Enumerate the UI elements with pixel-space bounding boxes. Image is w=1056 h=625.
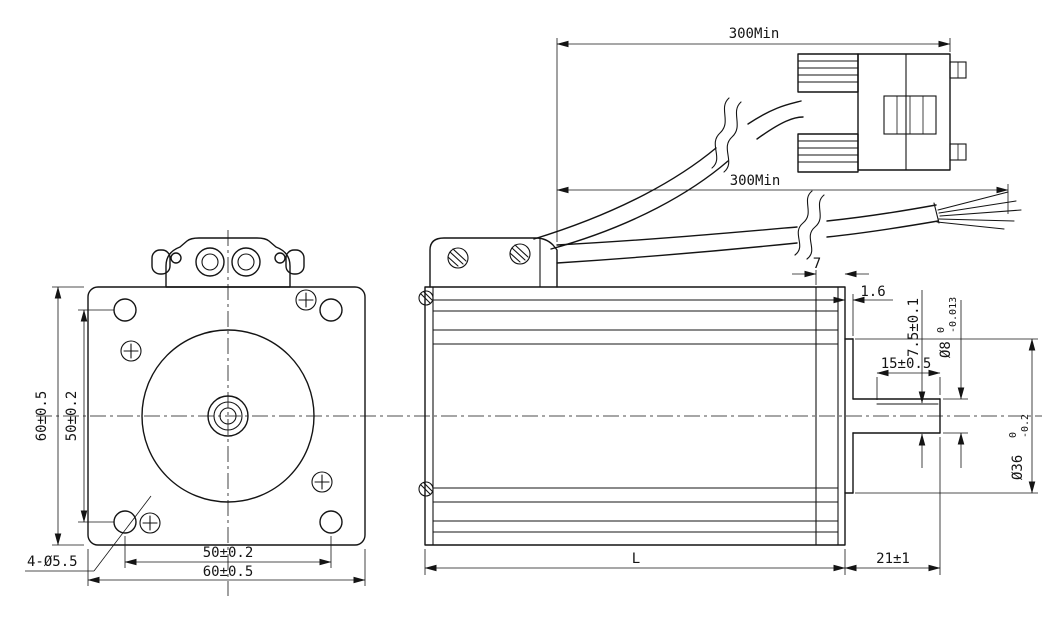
cable-break-mark-2 — [723, 101, 742, 173]
face-screw-4 — [139, 512, 161, 534]
db9-body — [857, 53, 951, 171]
cable-break-mark-1 — [711, 97, 730, 169]
dim-shaft-diameter: Ø8 — [938, 341, 954, 358]
dim-boss-tol-low: -0.2 — [1020, 414, 1031, 438]
dimensions: 300Min 300Min 60±0.5 50±0.2 50±0.2 60±0.… — [25, 26, 1038, 586]
bracket-hole-right — [274, 252, 286, 264]
dim-rear-cap: 7 — [813, 256, 821, 272]
cable-assembly — [533, 53, 1022, 264]
mounting-hole-br — [319, 510, 343, 534]
bracket-wing-left — [151, 249, 171, 275]
bracket-lobe-left-inner — [201, 253, 219, 271]
bracket-hole-left — [170, 252, 182, 264]
bracket-lobe-right — [231, 247, 261, 277]
terminal-bracket — [165, 237, 291, 288]
dim-front-width: 60±0.5 — [203, 564, 254, 580]
mounting-holes-leader — [93, 495, 152, 572]
mounting-hole-tr — [319, 298, 343, 322]
dim-hole-pitch-h: 50±0.2 — [203, 545, 254, 561]
side-view — [418, 237, 941, 546]
encoder-cable — [533, 97, 804, 250]
dim-hole-pitch-v: 50±0.2 — [64, 391, 80, 442]
terminal-screw-1 — [447, 247, 469, 269]
db9-ribs-bottom — [797, 140, 859, 163]
dim-shaft-flat-length: 15±0.5 — [881, 356, 932, 372]
dim-shaft-flat-height: 7.5±0.1 — [906, 298, 922, 357]
face-screw-3 — [311, 471, 333, 493]
pilot-circle — [141, 329, 315, 503]
hub-mid — [213, 401, 243, 431]
dim-shaft-tol-high: 0 — [936, 327, 947, 333]
lead-wires — [936, 191, 1022, 230]
db9-connector — [797, 53, 967, 173]
bracket-lobe-right-inner — [237, 253, 255, 271]
side-screw-bottom — [418, 481, 434, 497]
side-body — [424, 286, 846, 546]
dim-front-height: 60±0.5 — [34, 391, 50, 442]
terminal-screw-2 — [509, 243, 531, 265]
hub-outer — [207, 395, 249, 437]
dim-boss-tol-high: 0 — [1008, 432, 1019, 438]
centerlines — [36, 230, 1042, 596]
cable-break-mark-3 — [794, 190, 813, 256]
power-cable — [556, 190, 940, 264]
bracket-wing-right — [285, 249, 305, 275]
dim-body-length: L — [632, 551, 640, 567]
boss-plate — [844, 338, 854, 494]
side-screw-top — [418, 290, 434, 306]
cable-break-mark-4 — [806, 194, 825, 260]
dim-cable-top: 300Min — [729, 26, 780, 42]
dim-boss-diameter: Ø36 — [1010, 455, 1026, 480]
dim-shaft-length: 21±1 — [876, 551, 910, 567]
sheath-end — [933, 202, 940, 224]
bracket-lobe-left — [195, 247, 225, 277]
db9-ribs-top — [797, 60, 859, 83]
face-screw-2 — [295, 289, 317, 311]
dim-boss-plate: 1.6 — [860, 284, 885, 300]
front-view — [87, 237, 366, 546]
shaft-end-circle — [219, 407, 237, 425]
dim-mounting-holes: 4-Ø5.5 — [27, 554, 78, 570]
face-screw-1 — [120, 340, 142, 362]
mounting-hole-tl — [113, 298, 137, 322]
stack-lines — [432, 299, 839, 533]
dim-cable-bottom: 300Min — [730, 173, 781, 189]
dim-shaft-tol-low: -0.013 — [948, 297, 959, 333]
output-shaft — [852, 398, 941, 434]
